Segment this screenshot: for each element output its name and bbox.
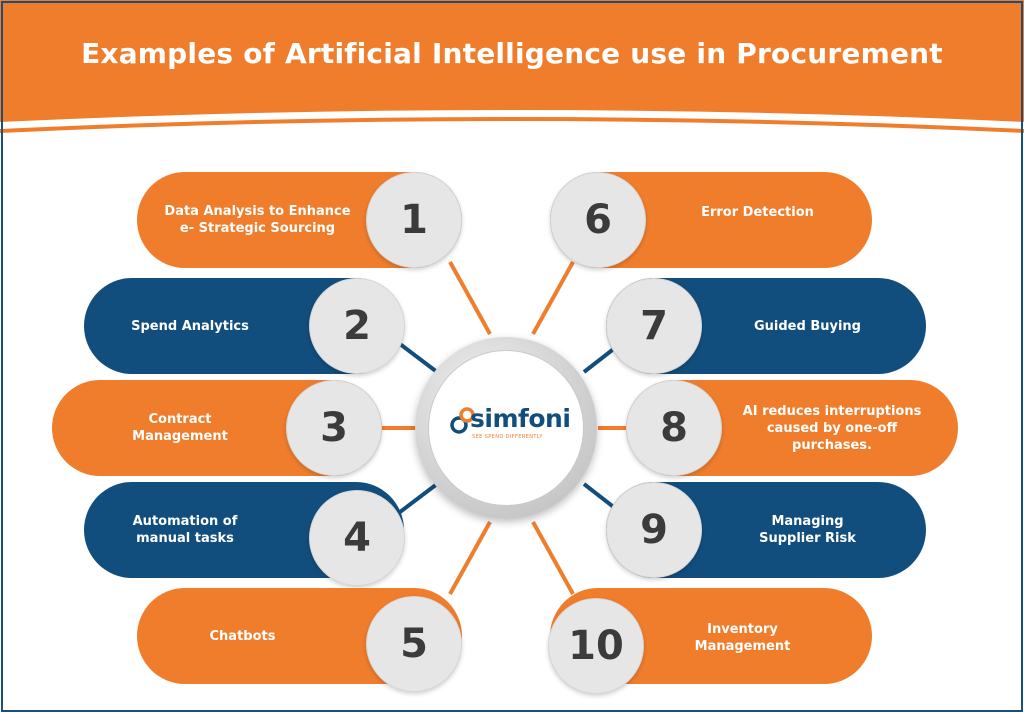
item-5-label: Chatbots xyxy=(209,628,276,644)
connector-6 xyxy=(531,261,575,335)
item-1-number: 1 xyxy=(400,197,428,243)
connector-10 xyxy=(531,521,575,595)
item-10-number: 10 xyxy=(568,623,624,669)
item-6-number-circle: 6 xyxy=(550,172,646,268)
item-9-label: Managing Supplier Risk xyxy=(759,514,856,546)
page-title: Examples of Artificial Intelligence use … xyxy=(81,37,943,70)
item-2-label: Spend Analytics xyxy=(131,318,249,334)
connector-1 xyxy=(448,261,492,335)
item-5-number-circle: 5 xyxy=(366,596,462,692)
simfoni-tagline: SEE SPEND DIFFERENTLY xyxy=(472,434,543,440)
simfoni-logo-text: simfoni xyxy=(470,404,571,433)
item-1-label: Data Analysis to Enhance e- Strategic So… xyxy=(164,204,351,236)
item-7-number: 7 xyxy=(640,303,668,349)
item-4-number: 4 xyxy=(343,515,371,561)
item-9-number-circle: 9 xyxy=(606,482,702,578)
item-10-label: Inventory Management xyxy=(694,622,791,654)
item-10-number-circle: 10 xyxy=(548,598,644,694)
item-6-label: Error Detection xyxy=(701,204,814,220)
item-2-number-circle: 2 xyxy=(309,278,405,374)
connector-4 xyxy=(398,482,439,514)
item-6-number: 6 xyxy=(584,197,612,243)
header-banner xyxy=(0,0,1024,133)
item-3-number: 3 xyxy=(320,405,348,451)
connector-5 xyxy=(448,521,492,595)
item-2-number: 2 xyxy=(343,303,371,349)
item-7-number-circle: 7 xyxy=(606,278,702,374)
item-7-label: Guided Buying xyxy=(754,318,861,334)
item-3-label: Contract Management xyxy=(132,412,228,444)
item-4-label: Automation of manual tasks xyxy=(132,514,238,546)
item-8-label: AI reduces interruptions caused by one-o… xyxy=(742,403,922,453)
item-9-number: 9 xyxy=(640,507,668,553)
connector-2 xyxy=(398,342,439,374)
simfoni-logo-icon xyxy=(450,407,475,434)
item-5-number: 5 xyxy=(400,621,428,667)
item-1-number-circle: 1 xyxy=(366,172,462,268)
item-4-number-circle: 4 xyxy=(309,490,405,586)
item-3-number-circle: 3 xyxy=(286,380,382,476)
item-8-number: 8 xyxy=(660,405,688,451)
item-8-number-circle: 8 xyxy=(626,380,722,476)
